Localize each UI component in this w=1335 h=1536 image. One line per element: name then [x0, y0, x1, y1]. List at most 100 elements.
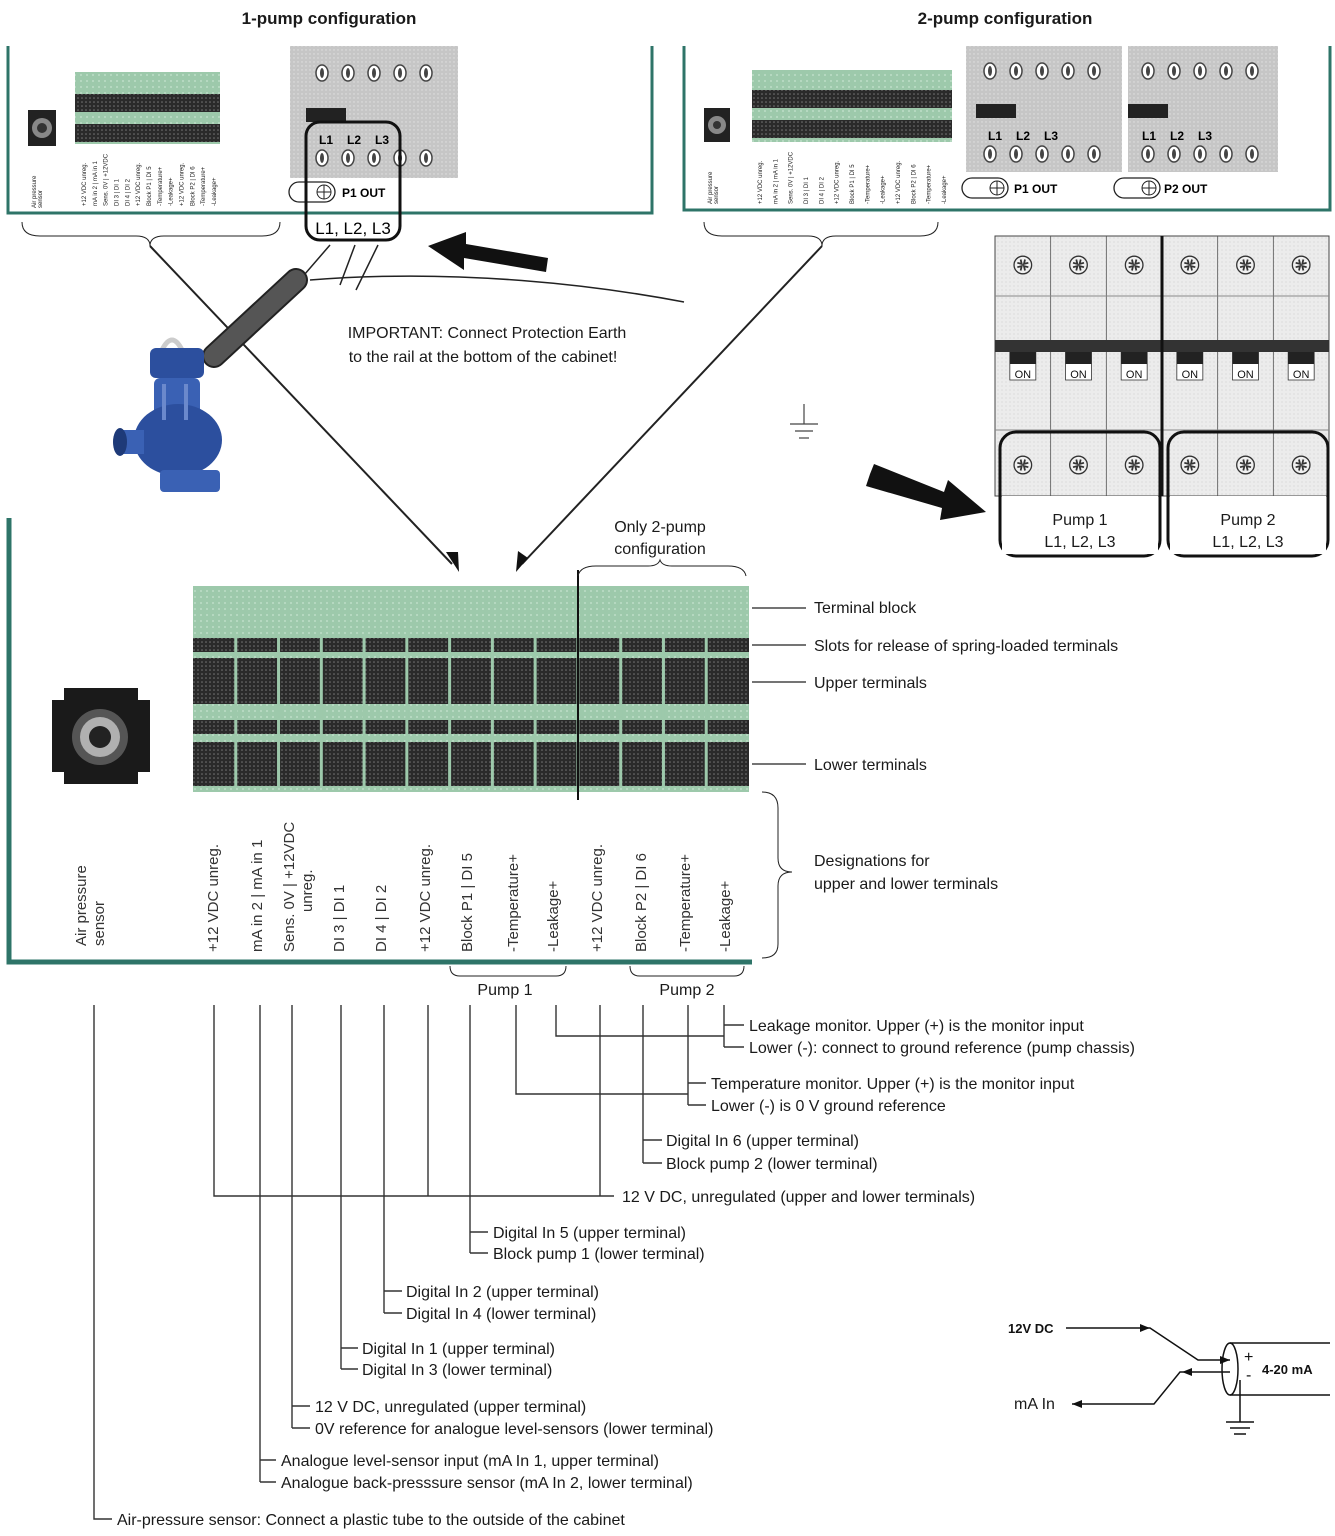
mini-designation: -Leakage+: [942, 175, 948, 204]
main-panel: Air pressure sensor +12 VDC unreg. mA in …: [6, 518, 752, 965]
mini-designation: -Leakage+: [881, 175, 887, 204]
terminal-designation: Block P2 | DI 6: [633, 853, 650, 952]
terminal-designation: -Temperature+: [677, 854, 694, 952]
brace-two-pump: [703, 221, 939, 247]
terminal-block: [193, 570, 749, 800]
mini-designation: DI 4 | DI 2: [819, 176, 825, 204]
callout-lines: [752, 607, 806, 765]
mini-designation: -Temperature+: [201, 166, 207, 206]
p1-phase-combined: L1, L2, L3: [315, 219, 391, 238]
legend-di5-2: Block pump 1 (lower terminal): [493, 1246, 705, 1263]
breaker-screw-top: [1068, 255, 1089, 275]
breaker-switch-on: ON: [1070, 369, 1087, 381]
terminal-designation: mA in 2 | mA in 1: [249, 840, 266, 952]
callout-slots: Slots for release of spring-loaded termi…: [814, 638, 1118, 655]
pump2-breaker-label-1: Pump 2: [1220, 512, 1275, 529]
sensor-label-2: sensor: [91, 901, 108, 946]
breaker-screw-top: [1180, 255, 1200, 275]
p1b-phase-l1: L1: [988, 129, 1002, 143]
mini-designation: +12 VDC unreg.: [896, 160, 902, 204]
mini-designation: +12 VDC unreg.: [835, 160, 841, 204]
air-pressure-sensor-small-2: [704, 108, 730, 142]
mini-designation: -Leakage+: [169, 177, 175, 206]
breaker-switch-on: ON: [1182, 369, 1199, 381]
pump2-breaker-highlight: [1166, 430, 1330, 558]
callout-designations-1: Designations for: [814, 853, 930, 870]
circuit-sensor-label: 4-20 mA: [1262, 1362, 1313, 1377]
arrow-to-terminal-a: [446, 552, 459, 572]
p1-output-module-2: L1 L2 L3 P1 OUT: [961, 46, 1122, 199]
mini-designation: Block P2 | DI 6: [190, 166, 196, 206]
pump2-breaker-label-2: L1, L2, L3: [1212, 534, 1283, 551]
mini-designation: mA in 2 | mA in 1: [773, 158, 779, 204]
circuit-arrow-3: [1220, 1356, 1230, 1364]
brace-one-pump: [21, 221, 281, 247]
breaker-switch-on: ON: [1293, 369, 1310, 381]
p1-phase-highlight: [304, 120, 402, 242]
brace-pump1: [449, 965, 567, 977]
p2-phase-l3: L3: [1198, 129, 1212, 143]
circuit-ma-in-label: mA In: [1014, 1396, 1055, 1413]
brace-only-two-pump: [577, 558, 747, 577]
mini-designation: DI 3 | DI 1: [115, 178, 121, 206]
circuit-plus: +: [1244, 1349, 1253, 1366]
sensor-circuit: [1066, 1327, 1330, 1435]
legend-di6-1: Digital In 6 (upper terminal): [666, 1133, 859, 1150]
p1-output-module: L1 L2 L3 P1 OUT L1, L2, L3: [288, 46, 458, 242]
terminal-designation: -Leakage+: [545, 880, 562, 952]
mini-designation: Block P1 | DI 5: [147, 166, 153, 206]
p2-phase-l2: L2: [1170, 129, 1184, 143]
breaker-screw-top: [1291, 255, 1311, 275]
p2-out-label: P2 OUT: [1164, 182, 1208, 196]
one-pump-panel: Air pressure sensor +12 VDC unreg.mA in …: [6, 46, 654, 247]
p1-phase-l2: L2: [347, 133, 361, 147]
p2-output-module: L1 L2 L3 P2 OUT: [1113, 46, 1278, 199]
circuit-arrow-2: [1072, 1400, 1082, 1408]
legend-lines: [93, 1005, 744, 1520]
important-note-line1: IMPORTANT: Connect Protection Earth: [348, 325, 627, 342]
p1b-out-label: P1 OUT: [1014, 182, 1058, 196]
legend-di2-2: Digital In 4 (lower terminal): [406, 1306, 596, 1323]
legend-di1-2: Digital In 3 (lower terminal): [362, 1362, 552, 1379]
mini-designation: Sens. 0V | +12VDC: [104, 153, 110, 206]
circuit-arrow-1: [1140, 1324, 1150, 1332]
mini-designation: +12 VDC unreg.: [758, 160, 764, 204]
callout-terminal-block: Terminal block: [814, 600, 917, 617]
breaker-switch-on: ON: [1126, 369, 1143, 381]
mini-designation: Block P2 | DI 6: [911, 164, 917, 204]
legend-leak-2: Lower (-): connect to ground reference (…: [749, 1040, 1135, 1057]
pump-image: [113, 337, 222, 492]
pump1-breaker-label-1: Pump 1: [1052, 512, 1107, 529]
mini-designation: -Temperature+: [865, 164, 871, 204]
callout-upper: Upper terminals: [814, 675, 927, 692]
small-sensor-label-b2: sensor: [714, 186, 720, 204]
mini-designation: +12 VDC unreg.: [82, 162, 88, 206]
small-sensor-label-2: sensor: [38, 190, 44, 208]
terminal-designation: -Leakage+: [717, 880, 734, 952]
sensor-label-1: Air pressure: [73, 865, 90, 946]
terminal-designation: -Temperature+: [505, 854, 522, 952]
terminal-designation: Sens. 0V | +12VDC: [281, 822, 298, 952]
legend-di5-1: Digital In 5 (upper terminal): [493, 1225, 686, 1242]
terminal-designation: +12 VDC unreg.: [417, 844, 434, 952]
mini-terminal-block-2: [752, 70, 952, 142]
p1-phase-l1: L1: [319, 133, 333, 147]
terminal-designations: +12 VDC unreg. mA in 2 | mA in 1 Sens. 0V …: [205, 822, 734, 952]
mini-designation: Block P1 | DI 5: [850, 164, 856, 204]
small-sensor-label-b: Air pressure: [708, 171, 714, 204]
mini-designation: -Temperature+: [158, 166, 164, 206]
brace-designations: [761, 791, 793, 959]
callout-designations-2: upper and lower terminals: [814, 876, 998, 893]
legend-ma-2: Analogue back-presssure sensor (mA In 2,…: [281, 1475, 693, 1492]
mini-designation: DI 4 | DI 2: [125, 178, 131, 206]
circuit-arrow-4: [1182, 1368, 1192, 1376]
pump2-group-label: Pump 2: [659, 982, 714, 999]
p1b-phase-l2: L2: [1016, 129, 1030, 143]
big-arrow-to-outputs: [428, 232, 548, 272]
p2-phase-l1: L1: [1142, 129, 1156, 143]
legend-di6-2: Block pump 2 (lower terminal): [666, 1156, 878, 1173]
important-note-line2: to the rail at the bottom of the cabinet…: [349, 349, 618, 366]
pump1-breaker-highlight: [998, 430, 1162, 558]
